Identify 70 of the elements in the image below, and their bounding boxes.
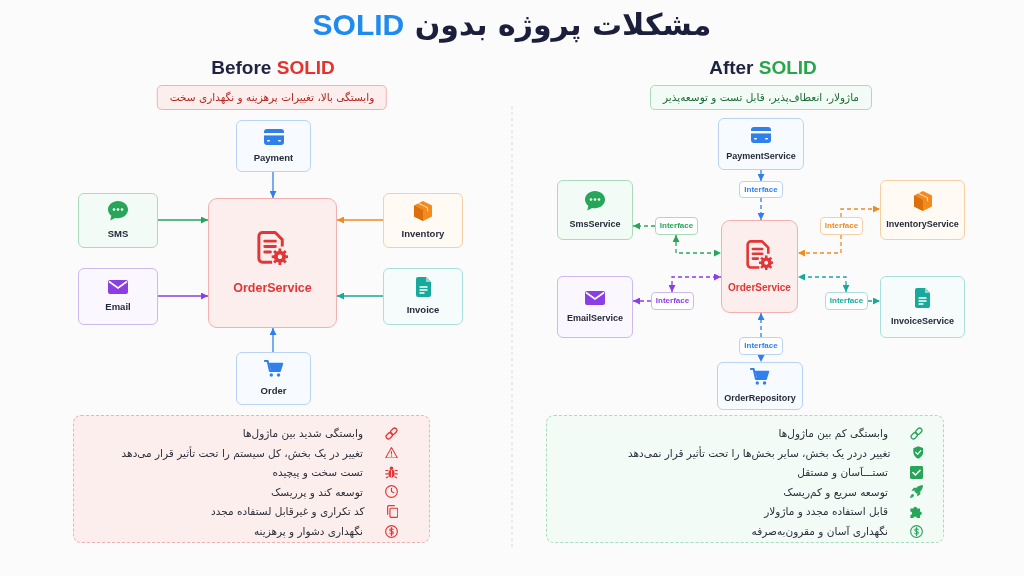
list-text: قابل استفاده مجدد و ماژولار xyxy=(764,504,888,520)
arrow xyxy=(336,292,384,300)
arrow xyxy=(336,216,384,224)
service-name: OrderRepository xyxy=(724,393,796,404)
service-box xyxy=(721,220,798,313)
arrow xyxy=(757,169,765,182)
arrow xyxy=(757,312,765,338)
service-box xyxy=(236,120,311,172)
service-name: SMS xyxy=(107,228,129,240)
arrow xyxy=(269,171,277,199)
interface-box: Interface xyxy=(825,292,868,310)
arrow xyxy=(269,327,277,353)
service-name: OrderService xyxy=(233,280,312,296)
service-name: Payment xyxy=(253,152,294,164)
service-name: OrderService xyxy=(728,281,791,294)
arrow xyxy=(757,354,765,363)
interface-box: Interface xyxy=(739,181,783,198)
list-text: تغییر دردر یک بخش، سایر بخش‌ها را تحت تأثیر قرار نمی‌دهد xyxy=(627,445,891,461)
summary-box: وابستگی بالا، تغییرات پرهزینه و نگهداری سخت xyxy=(156,85,388,110)
service-box xyxy=(383,193,463,248)
arrow xyxy=(797,234,842,257)
list-panel xyxy=(546,415,944,543)
heading: Before SOLID xyxy=(211,57,335,79)
service-name: Invoice xyxy=(406,305,440,316)
service-name: InvoiceService xyxy=(890,315,954,327)
service-box xyxy=(718,118,804,170)
service-box xyxy=(78,268,158,325)
list-text: توسعه کند و پرریسک xyxy=(270,484,363,500)
list-text: وابستگی کم بین ماژول‌ها xyxy=(778,426,888,441)
service-box xyxy=(880,180,965,240)
arrow xyxy=(157,216,209,224)
list-text: تست سخت و پیچیده xyxy=(272,465,363,481)
service-box xyxy=(717,362,803,410)
service-box xyxy=(383,268,463,325)
service-name: InventoryService xyxy=(886,218,959,230)
arrow xyxy=(867,297,881,305)
list-text: تستـــآسان و مستقل xyxy=(797,465,888,481)
list-text: نگهداری آسان و مقرون‌به‌صرفه xyxy=(751,524,888,539)
service-name: EmailService xyxy=(566,312,623,324)
service-box xyxy=(880,276,965,338)
service-box xyxy=(208,198,337,328)
heading: After SOLID xyxy=(709,57,817,79)
arrow xyxy=(632,222,656,230)
service-box xyxy=(236,352,311,405)
service-name: SmsService xyxy=(569,218,621,229)
interface-box: Interface xyxy=(739,337,783,355)
service-name: Inventory xyxy=(401,229,445,240)
service-name: PaymentService xyxy=(726,150,796,162)
arrow xyxy=(632,297,652,305)
arrow xyxy=(668,273,722,293)
list-text: توسعه سریع و کم‌ریسک xyxy=(783,484,888,500)
summary-box: ماژولار، انعطاف‌پذیر، قابل تست و توسعه‌پذیر xyxy=(650,85,872,110)
interface-box: Interface xyxy=(820,217,863,235)
interface-box: Interface xyxy=(651,292,694,310)
list-text: کد تکراری و غیرقابل لستفاده مجدد xyxy=(211,504,365,520)
service-box xyxy=(557,180,633,240)
service-name: Order xyxy=(260,385,287,397)
interface-box: Interface xyxy=(655,217,698,235)
arrow xyxy=(757,197,765,221)
service-box xyxy=(78,193,158,248)
list-text: وابستگی شدید بین ماژول‌ها xyxy=(242,426,363,441)
list-text: تغییر در یک بخش، کل سیستم را تحت تأثیر قرار می‌دهد xyxy=(121,445,363,461)
arrow xyxy=(840,205,881,218)
arrow xyxy=(672,234,722,257)
list-text: نگهداری دشوار و پرهزینه xyxy=(254,524,363,539)
arrow xyxy=(157,292,209,300)
arrow xyxy=(797,273,850,293)
service-box xyxy=(557,276,633,338)
service-name: Email xyxy=(105,302,131,313)
list-panel xyxy=(73,415,430,543)
